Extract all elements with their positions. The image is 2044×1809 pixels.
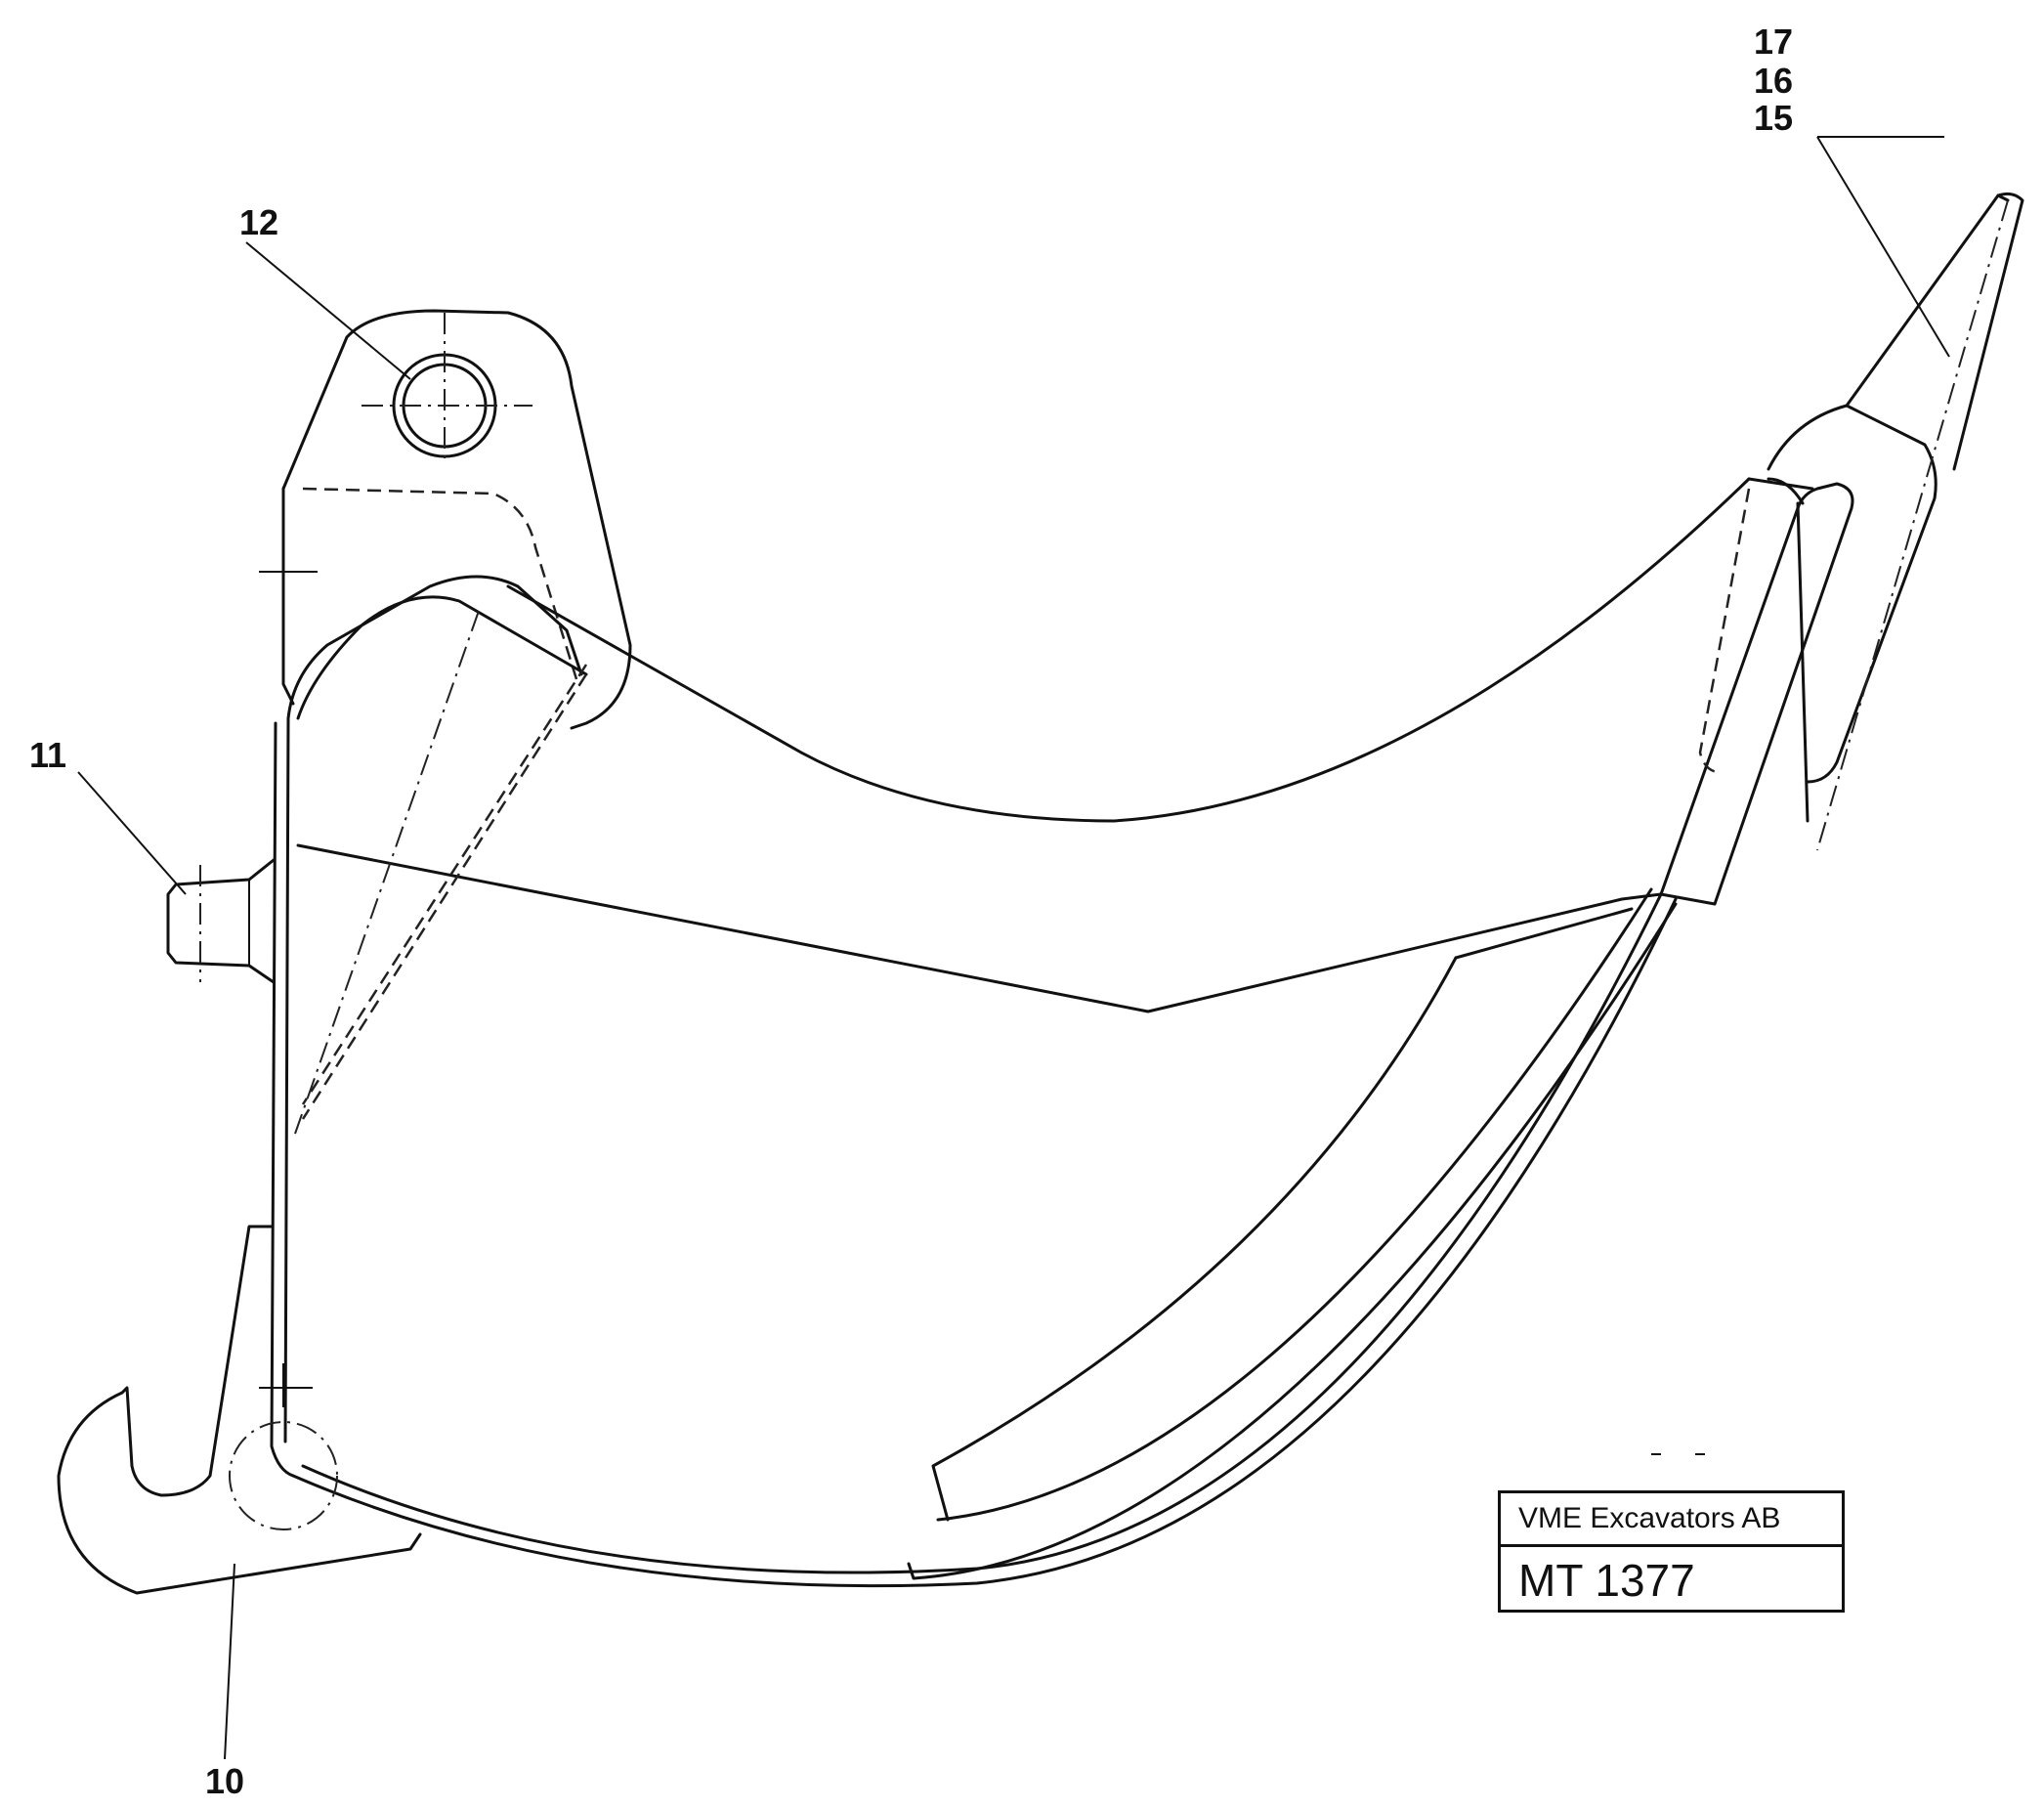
leader-lines xyxy=(77,241,411,1760)
callout-12: 12 xyxy=(239,202,278,242)
drawing-number: MT 1377 xyxy=(1518,1555,1695,1606)
callout-11: 11 xyxy=(29,735,66,775)
leader-10 xyxy=(224,1563,235,1760)
hook-item-10 xyxy=(57,1225,422,1595)
callout-15: 15 xyxy=(1754,98,1793,138)
bracket-item-11 xyxy=(166,858,276,984)
pin-item-12 xyxy=(362,313,532,464)
bucket-body xyxy=(270,477,1751,1588)
title-company: VME Excavators AB xyxy=(1501,1493,1842,1547)
mounting-ear xyxy=(259,309,632,730)
leader-12 xyxy=(245,241,411,380)
callout-16: 16 xyxy=(1754,61,1793,101)
callout-10: 10 xyxy=(205,1761,244,1801)
leader-11 xyxy=(77,771,187,895)
callout-17: 17 xyxy=(1754,22,1793,62)
tooth-assembly xyxy=(1659,136,2024,906)
title-block: VME Excavators AB MT 1377 xyxy=(1498,1490,1845,1613)
